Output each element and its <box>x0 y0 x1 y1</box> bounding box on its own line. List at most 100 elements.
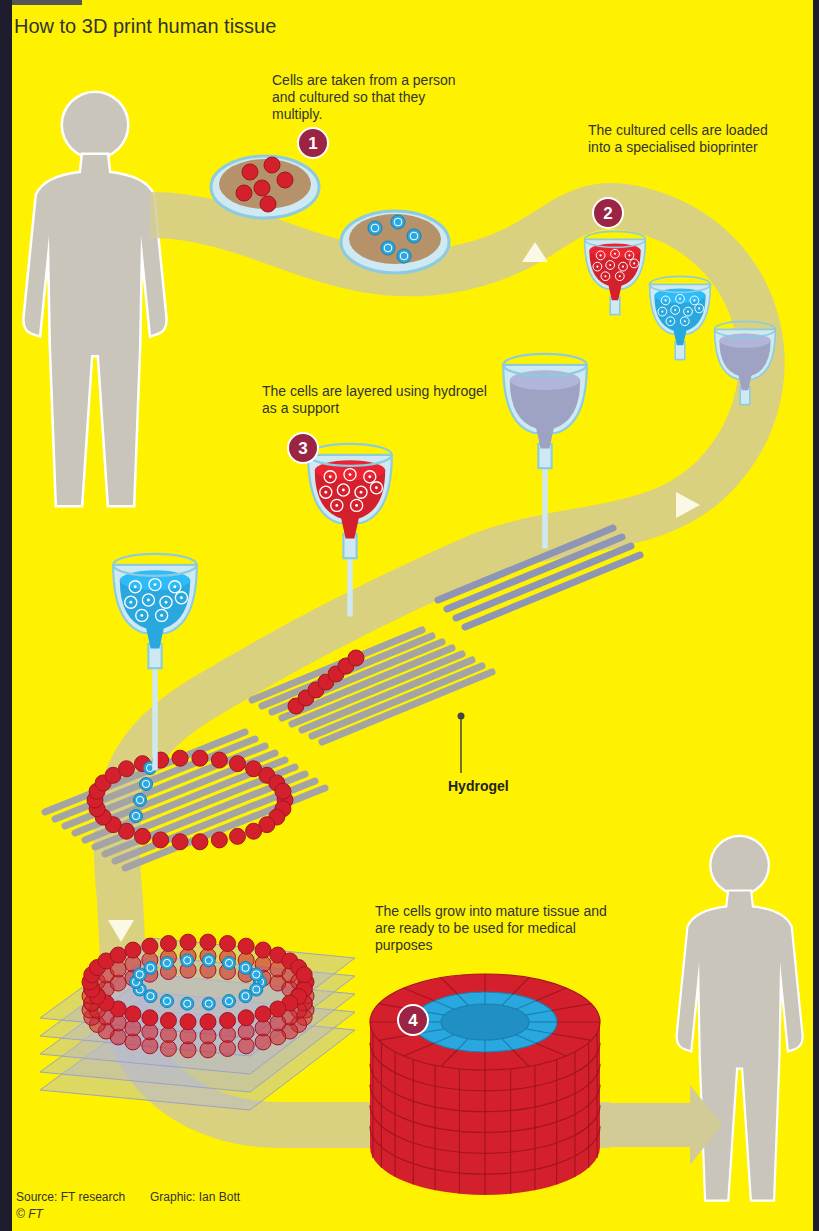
cell <box>242 164 258 180</box>
cell <box>320 486 332 498</box>
cell-nucleus <box>674 309 676 311</box>
hydrogel-layer <box>40 938 355 1038</box>
tissue-grid <box>370 1064 600 1112</box>
tissue-grid <box>484 974 485 992</box>
cell-nucleus <box>147 993 154 1000</box>
cell <box>142 1010 158 1026</box>
cell <box>172 750 188 766</box>
source-note: Source: FT research <box>16 1190 125 1204</box>
cell-nucleus <box>633 262 635 264</box>
cell-nucleus <box>669 320 671 322</box>
cell-nucleus <box>163 959 170 966</box>
cell <box>160 936 176 952</box>
cell-nucleus <box>410 232 418 240</box>
cell <box>264 157 280 173</box>
cell-nucleus <box>335 504 338 507</box>
cell <box>296 967 312 983</box>
cell-nucleus <box>371 224 379 232</box>
human-silhouette <box>25 93 802 1200</box>
cell-nucleus <box>324 491 327 494</box>
cell-nucleus <box>147 599 150 602</box>
cell <box>254 180 270 196</box>
cell <box>200 934 216 950</box>
cell-nucleus <box>242 993 249 1000</box>
cell <box>661 296 670 305</box>
step-caption: The cells are layered using hydrogel as … <box>262 383 502 417</box>
step-caption: The cells grow into mature tissue and ar… <box>375 903 620 954</box>
cell <box>270 1001 286 1017</box>
petri-dish <box>211 156 449 273</box>
cell-nucleus <box>349 473 352 476</box>
cell <box>202 997 215 1010</box>
tissue-grid <box>441 978 457 995</box>
cell <box>149 579 161 591</box>
background <box>12 0 813 1231</box>
cell <box>615 272 624 281</box>
hydrogel-strand <box>125 788 325 868</box>
flow-triangle <box>108 242 700 942</box>
cell <box>181 954 194 967</box>
cell <box>230 828 246 844</box>
hydrogel-strand <box>85 760 285 840</box>
hydrogel-strands <box>45 528 640 868</box>
cell <box>135 828 151 844</box>
cell <box>153 832 169 848</box>
cell <box>142 938 158 954</box>
cell <box>658 307 667 316</box>
cartridge-rim <box>503 354 587 376</box>
cell <box>344 469 356 481</box>
cartridge-rim <box>113 554 197 576</box>
cell <box>331 499 343 511</box>
cell-nucleus <box>173 585 176 588</box>
cell-nucleus <box>184 957 191 964</box>
cell <box>324 471 336 483</box>
cell-nucleus <box>134 585 137 588</box>
cell <box>156 609 168 621</box>
tissue-grid <box>457 1039 468 1050</box>
cell-nucleus <box>132 812 139 819</box>
cell <box>129 581 141 593</box>
cell <box>161 956 174 969</box>
cell <box>125 942 141 958</box>
cell <box>175 592 187 604</box>
tissue-grid <box>513 978 529 995</box>
cell-nucleus <box>129 601 132 604</box>
cartridge-rim <box>715 321 776 337</box>
nozzle <box>542 466 548 549</box>
cell <box>202 954 215 967</box>
leader-line <box>460 716 462 773</box>
cell <box>200 1014 216 1030</box>
cartridge-rim <box>585 231 646 247</box>
cell <box>223 995 236 1008</box>
tissue-layers <box>40 934 355 1110</box>
cell <box>130 810 143 823</box>
cell <box>211 752 227 768</box>
cell-nucleus <box>628 254 630 256</box>
title: How to 3D print human tissue <box>14 14 276 38</box>
cell <box>238 1010 254 1026</box>
cell <box>381 241 395 255</box>
cell <box>144 961 157 974</box>
bioprinter-cartridge <box>715 321 776 404</box>
hydrogel-strand <box>302 660 472 730</box>
cell <box>125 596 137 608</box>
cell-nucleus <box>180 596 183 599</box>
bioprinter-cartridge <box>503 354 587 549</box>
part-label: Hydrogel <box>448 778 509 795</box>
bioprinter-cartridge <box>585 231 646 314</box>
cell-nucleus <box>679 298 681 300</box>
cell-nucleus <box>205 957 212 964</box>
cell-nucleus <box>596 266 598 268</box>
cell <box>161 995 174 1008</box>
cell-nucleus <box>184 1000 191 1007</box>
bioprinter-cartridge <box>650 276 711 359</box>
hydrogel-strand <box>105 774 305 854</box>
tissue-top <box>370 974 600 1070</box>
cell-nucleus <box>384 244 392 252</box>
bioprinter-cartridge <box>308 444 392 617</box>
cell <box>134 794 147 807</box>
cell <box>250 968 263 981</box>
cell <box>180 1014 196 1030</box>
tissue-grid <box>536 1043 566 1056</box>
